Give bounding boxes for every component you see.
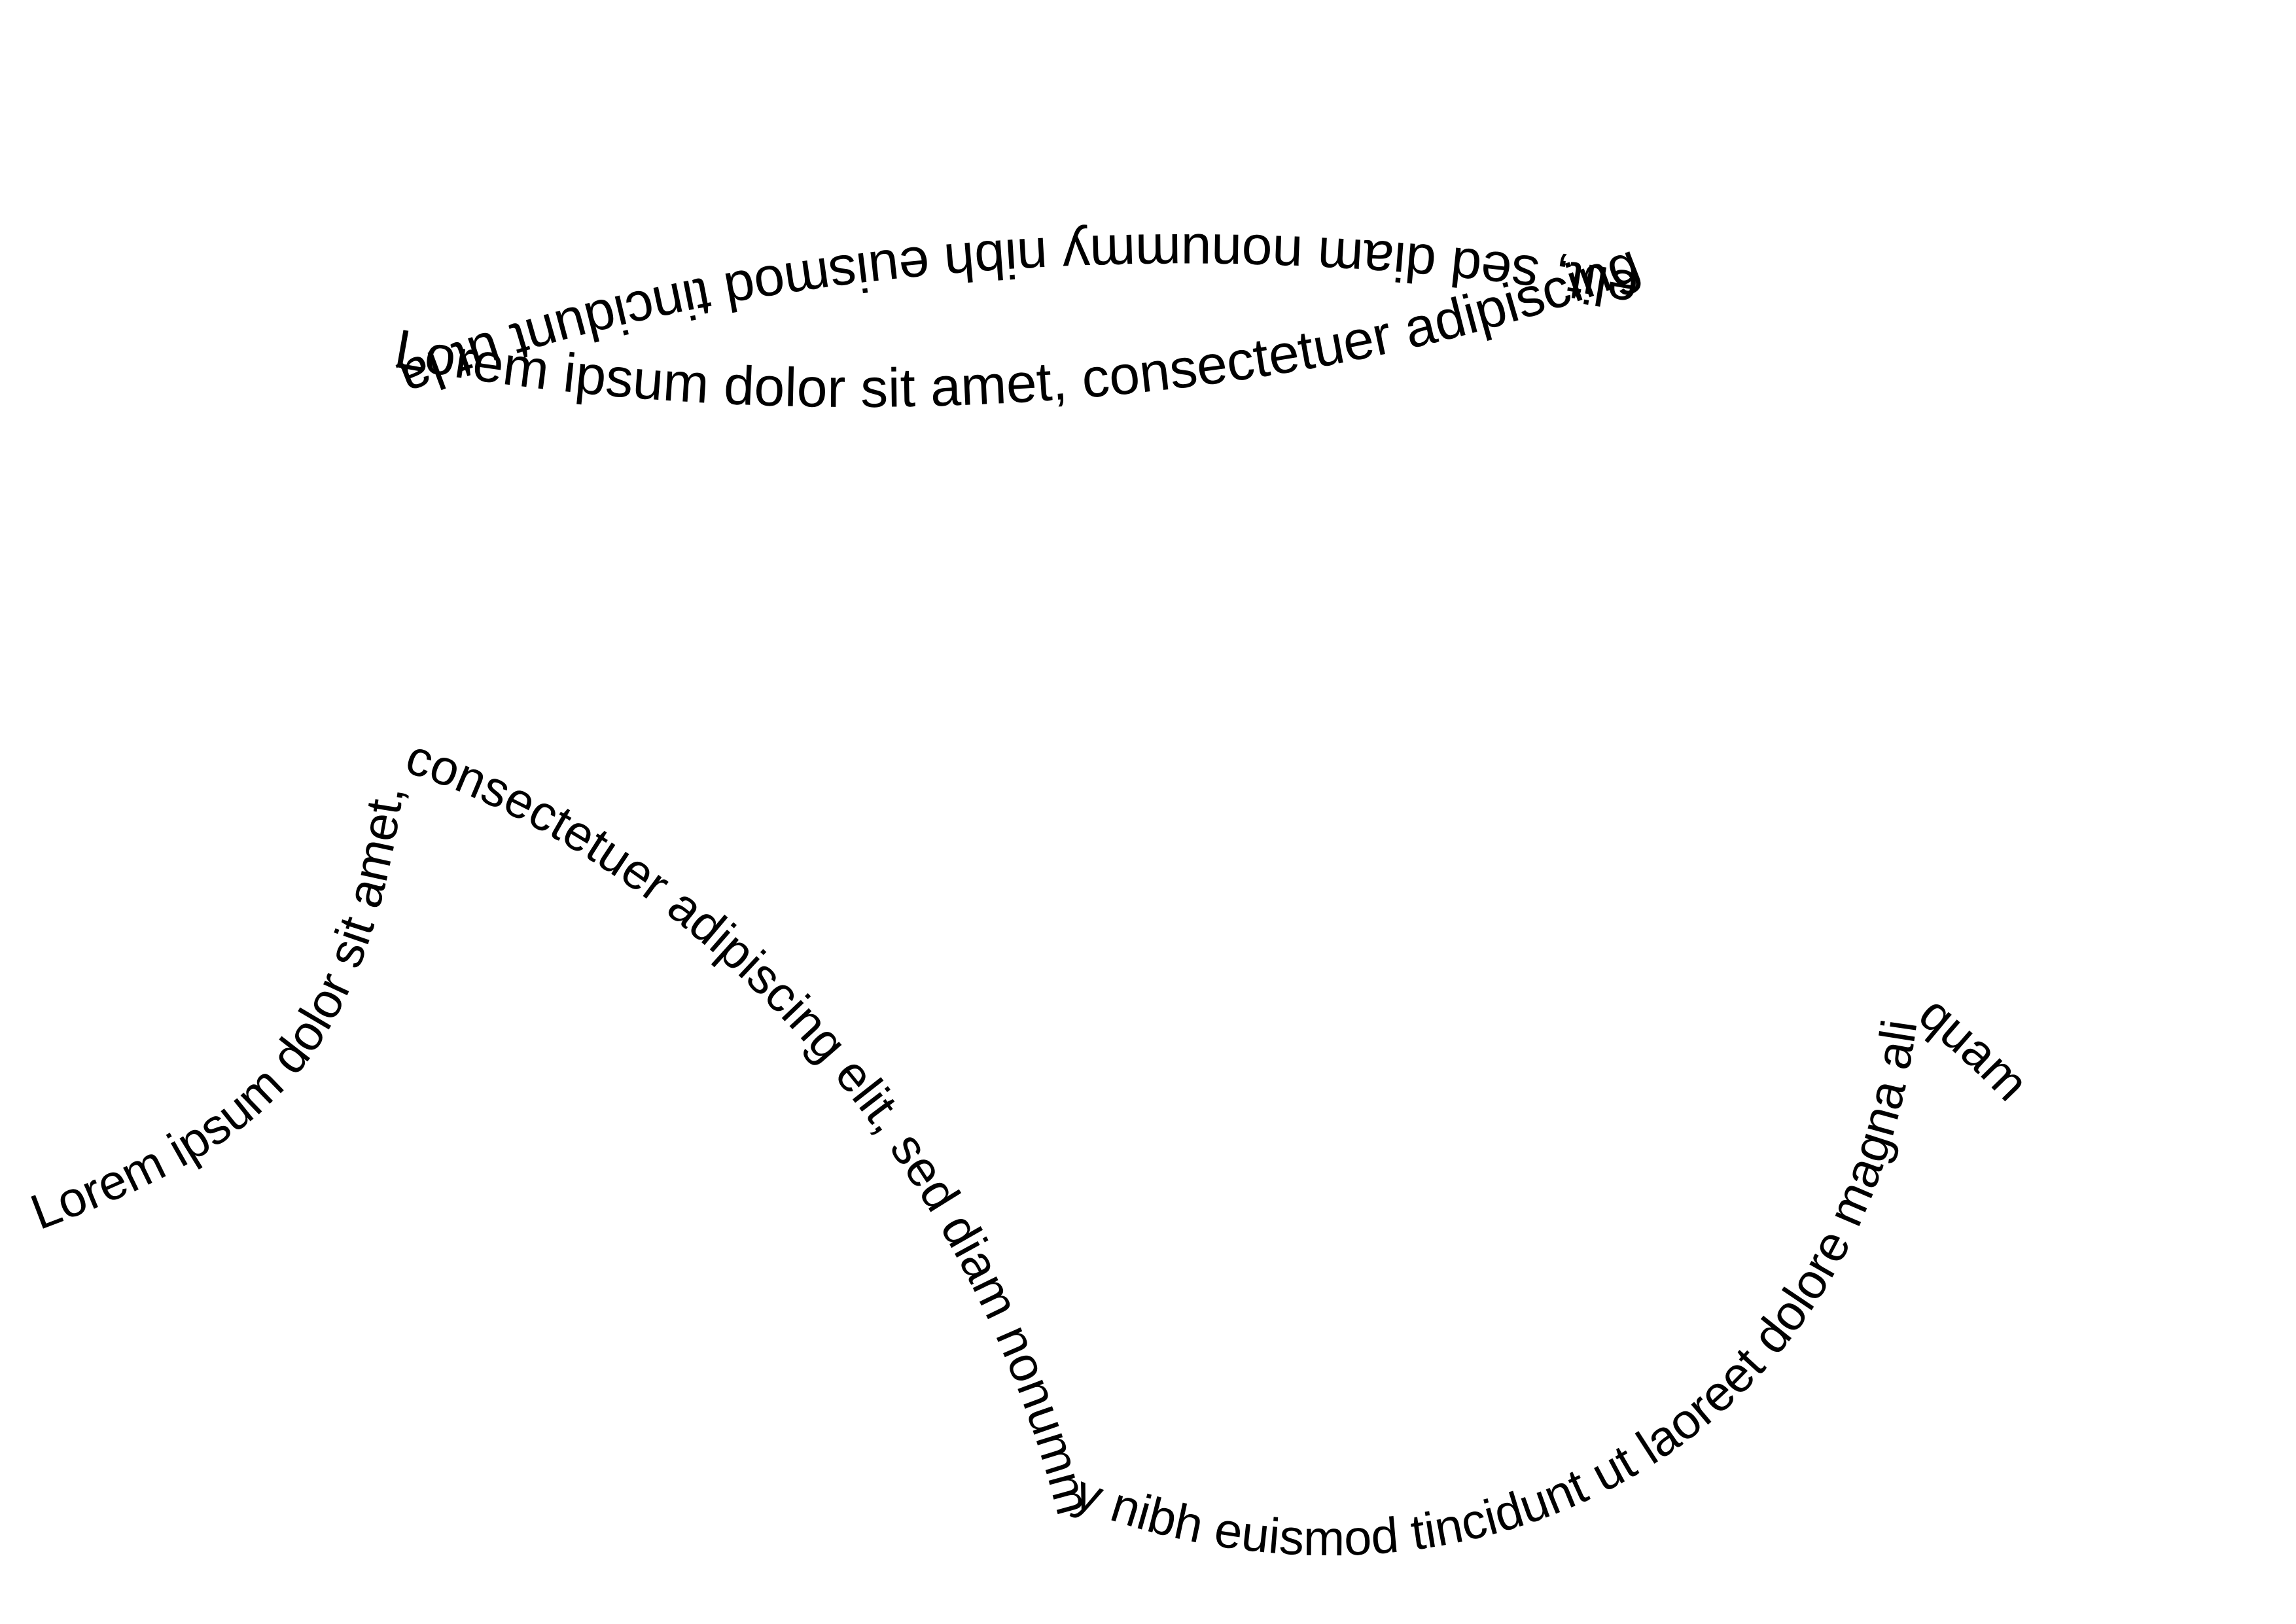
wave-text-content: Lorem ipsum dolor sit amet, consectetuer… <box>24 729 2040 1566</box>
wave-path-text: Lorem ipsum dolor sit amet, consectetuer… <box>24 729 2040 1566</box>
ellipse-text-content: Lorem ipsum dolor sit amet, consectetuer… <box>0 0 1657 419</box>
ellipse-path-text: Lorem ipsum dolor sit amet, consectetuer… <box>0 0 1657 419</box>
